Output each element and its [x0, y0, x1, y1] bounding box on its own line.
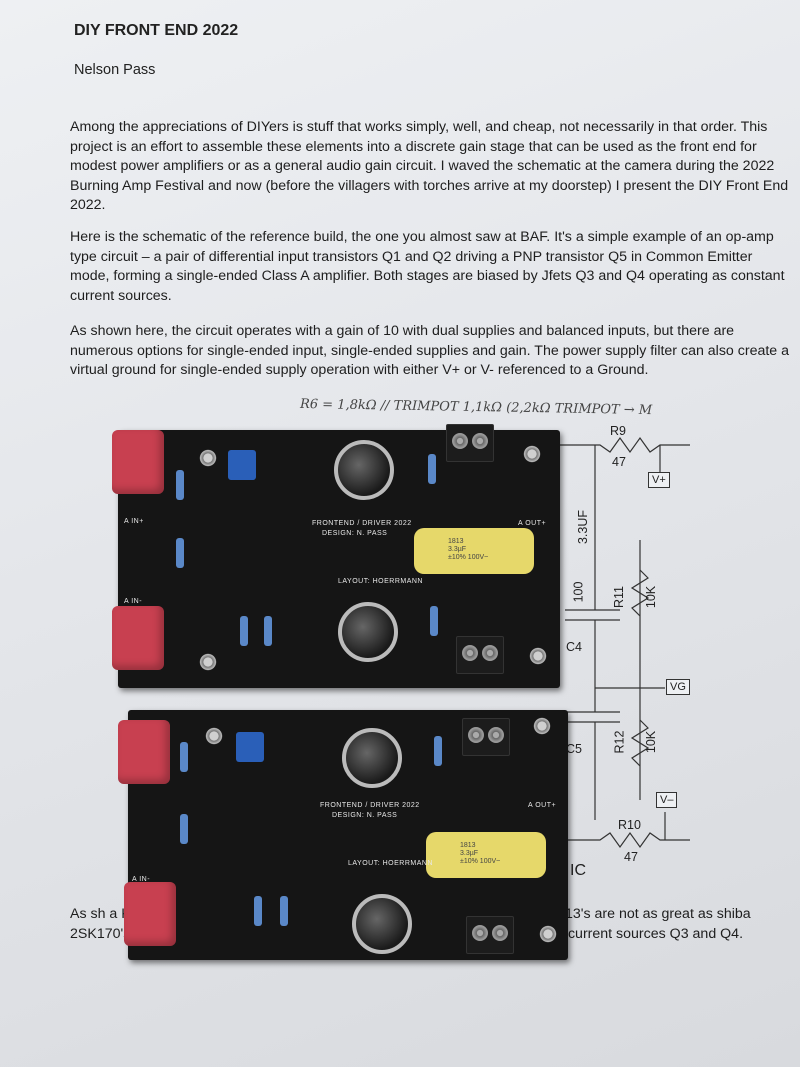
label-c5: C5: [566, 742, 582, 756]
film-capacitor: [118, 720, 170, 784]
resistor: [254, 896, 262, 926]
resistor: [434, 736, 442, 766]
label-c4: C4: [566, 640, 582, 654]
yellow-capacitor-marking: 1813 3.3µF ±10% 100V~: [448, 538, 489, 561]
pcb-board-bottom: 1813 3.3µF ±10% 100V~ FRONTEND / DRIVER …: [118, 710, 568, 960]
resistor-r10: [560, 831, 690, 849]
label-r10-value: 47: [624, 850, 638, 864]
screw-terminal: [456, 636, 504, 674]
resistor: [176, 538, 184, 568]
resistor-r12: [630, 719, 650, 767]
document-title: DIY FRONT END 2022: [74, 22, 239, 39]
mounting-hole: [538, 924, 558, 944]
mounting-hole: [204, 726, 224, 746]
yellow-capacitor-marking: 1813 3.3µF ±10% 100V~: [460, 842, 501, 865]
label-r10: R10: [618, 818, 641, 832]
film-capacitor: [124, 882, 176, 946]
label-r11: R11: [612, 585, 627, 609]
label-r12-value: 10K: [644, 730, 659, 754]
board-design: DESIGN: N. PASS: [332, 812, 398, 819]
paragraph-options: As shown here, the circuit operates with…: [70, 323, 790, 378]
paragraph-intro: Among the appreciations of DIYers is stu…: [70, 119, 789, 213]
pcb-board-top: 1813 3.3µF ±10% 100V~ FRONTEND / DRIVER …: [112, 424, 560, 688]
resistor: [264, 616, 272, 646]
label-vminus: V–: [656, 792, 678, 808]
film-capacitor: [112, 606, 164, 670]
board-in2-label: A IN-: [132, 876, 151, 883]
screw-terminal: [462, 718, 510, 756]
trimpot: [236, 732, 264, 762]
board-out-label: A OUT+: [528, 802, 557, 809]
board-out-label: A OUT+: [518, 520, 547, 527]
board-layout: LAYOUT: HOERRMANN: [338, 578, 423, 585]
electrolytic-capacitor: [334, 440, 394, 500]
label-r9-value: 47: [612, 455, 626, 469]
paragraph-schematic: Here is the schematic of the reference b…: [70, 229, 785, 304]
mounting-hole: [528, 646, 548, 666]
resistor: [180, 814, 188, 844]
board-in2-label: A IN-: [124, 598, 143, 605]
label-r11-value: 10K: [644, 585, 659, 609]
label-cap-value: 3.3UF: [576, 509, 591, 545]
resistor: [280, 896, 288, 926]
mounting-hole: [198, 652, 218, 672]
screw-terminal: [446, 424, 494, 462]
screw-terminal: [466, 916, 514, 954]
resistor: [430, 606, 438, 636]
document-author: Nelson Pass: [74, 62, 156, 78]
label-r12: R12: [612, 730, 627, 754]
board-layout: LAYOUT: HOERRMANN: [348, 860, 433, 867]
mounting-hole: [198, 448, 218, 468]
board-title: FRONTEND / DRIVER 2022: [312, 520, 412, 527]
label-c-value: 100: [571, 581, 586, 603]
mounting-hole: [532, 716, 552, 736]
electrolytic-capacitor: [338, 602, 398, 662]
resistor-r9: [560, 436, 690, 454]
trimpot: [228, 450, 256, 480]
yellow-capacitor: 1813 3.3µF ±10% 100V~: [414, 528, 534, 574]
resistor-r11: [630, 569, 650, 617]
board-in-label: A IN+: [124, 518, 144, 525]
resistor: [428, 454, 436, 484]
label-ic: IC: [570, 862, 586, 879]
electrolytic-capacitor: [342, 728, 402, 788]
resistor: [240, 616, 248, 646]
label-r9: R9: [610, 424, 626, 438]
resistor: [180, 742, 188, 772]
label-vg: VG: [666, 679, 690, 695]
resistor: [176, 470, 184, 500]
film-capacitor: [112, 430, 164, 494]
mounting-hole: [522, 444, 542, 464]
yellow-capacitor: 1813 3.3µF ±10% 100V~: [426, 832, 546, 878]
label-vplus: V+: [648, 472, 670, 488]
board-title: FRONTEND / DRIVER 2022: [320, 802, 420, 809]
board-design: DESIGN: N. PASS: [322, 530, 388, 537]
electrolytic-capacitor: [352, 894, 412, 954]
